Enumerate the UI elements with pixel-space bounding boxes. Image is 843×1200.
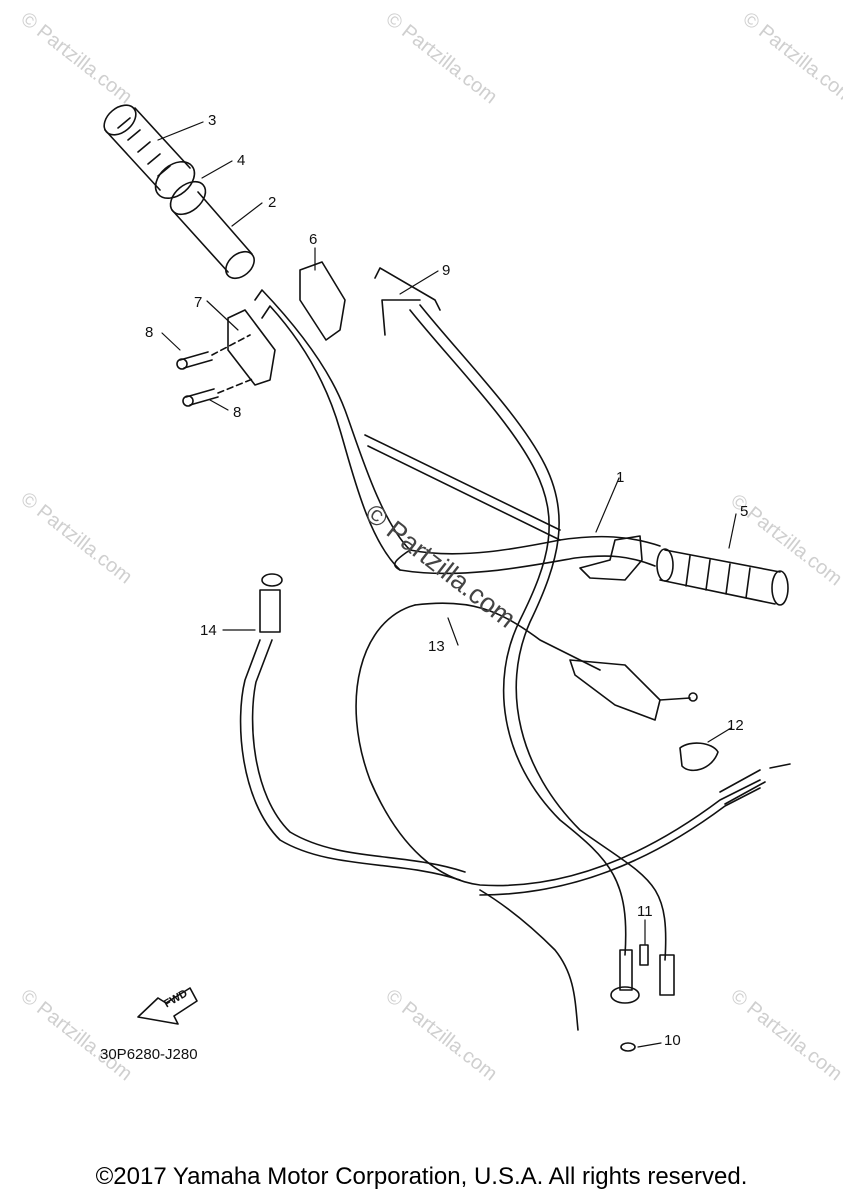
- callout-11: 11: [637, 903, 653, 920]
- callout-14: 14: [200, 622, 217, 639]
- bolts: [176, 334, 256, 407]
- callout-1: 1: [616, 469, 625, 486]
- handlebar: [254, 289, 661, 575]
- grip-ring: [169, 180, 207, 216]
- copyright-notice: ©2017 Yamaha Motor Corporation, U.S.A. A…: [95, 1163, 748, 1190]
- callout-9: 9: [442, 262, 451, 279]
- callout-8-upper: 8: [145, 324, 154, 341]
- callout-8-lower: 8: [233, 404, 242, 421]
- callout-5: 5: [740, 503, 749, 520]
- part-code: 30P6280-J280: [100, 1046, 198, 1063]
- callout-6: 6: [309, 231, 318, 248]
- fwd-arrow: [137, 987, 198, 1025]
- leader-lines: [157, 121, 737, 1048]
- holder-lower: [227, 309, 276, 386]
- callout-10: 10: [664, 1032, 681, 1049]
- throttle-tube: [171, 191, 255, 280]
- clutch-cable: [355, 602, 791, 1031]
- bolt-and-oring: [610, 944, 649, 1052]
- callout-2: 2: [268, 194, 277, 211]
- callout-3: 3: [208, 112, 217, 129]
- callout-4: 4: [237, 152, 246, 169]
- lever-bracket: [579, 535, 643, 581]
- choke-cable: [239, 573, 466, 881]
- cable-clamp: [679, 742, 719, 772]
- callout-13: 13: [428, 638, 445, 655]
- callout-12: 12: [727, 717, 744, 734]
- callout-7: 7: [194, 294, 203, 311]
- holder-upper: [299, 261, 346, 341]
- left-grip: [103, 104, 196, 200]
- throttle-cable: [374, 267, 675, 996]
- right-grip: [656, 548, 789, 606]
